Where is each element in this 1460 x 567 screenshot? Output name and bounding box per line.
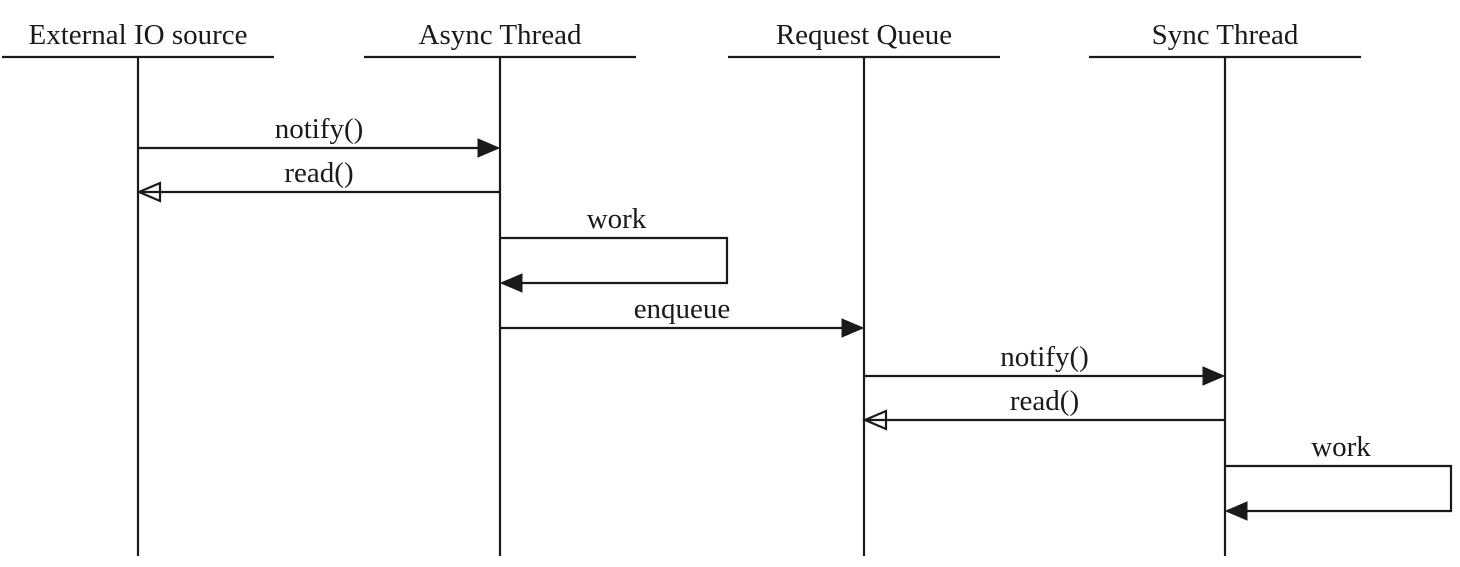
- message-label: work: [587, 203, 647, 235]
- message-notify: notify(): [864, 341, 1226, 386]
- message-self-work: work: [499, 203, 729, 293]
- message-self-work: work: [1224, 431, 1453, 521]
- message-label: work: [1311, 431, 1371, 463]
- participant-async: Async Thread: [364, 19, 636, 556]
- message-read: read(): [862, 385, 1225, 431]
- self-message-line: [500, 236, 729, 285]
- self-message-line: [1225, 464, 1453, 513]
- message-label: enqueue: [634, 293, 731, 325]
- participant-label: External IO source: [28, 19, 247, 51]
- participant-label: Sync Thread: [1152, 19, 1299, 51]
- participant-external: External IO source: [2, 19, 274, 556]
- arrowhead-filled: [1224, 501, 1248, 521]
- arrowhead-filled: [841, 318, 865, 338]
- message-notify: notify(): [138, 113, 501, 158]
- arrowhead-open: [862, 409, 888, 431]
- message-label: read(): [284, 157, 353, 189]
- message-read: read(): [136, 157, 500, 203]
- arrowhead-filled: [477, 138, 501, 158]
- arrowhead-filled: [1202, 366, 1226, 386]
- message-label: read(): [1010, 385, 1079, 417]
- participant-label: Request Queue: [776, 19, 952, 51]
- arrowhead-open: [136, 181, 162, 203]
- message-label: notify(): [275, 113, 364, 145]
- participant-queue: Request Queue: [728, 19, 1000, 556]
- participant-sync: Sync Thread: [1089, 19, 1361, 556]
- message-enqueue: enqueue: [500, 293, 865, 338]
- arrowhead-filled: [499, 273, 523, 293]
- participant-label: Async Thread: [419, 19, 582, 51]
- message-label: notify(): [1000, 341, 1089, 373]
